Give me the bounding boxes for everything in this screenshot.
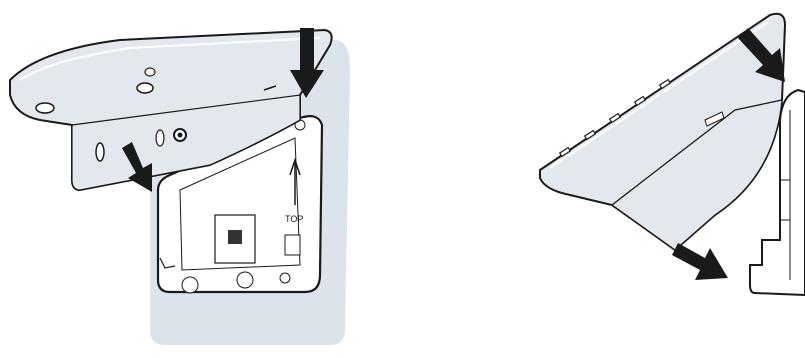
step-remove-from-wall-illustration	[500, 0, 805, 358]
down-right-arrow-bottom	[672, 243, 728, 280]
step-mount-on-wall-illustration: TOP	[0, 0, 400, 358]
top-label: TOP	[285, 214, 303, 224]
